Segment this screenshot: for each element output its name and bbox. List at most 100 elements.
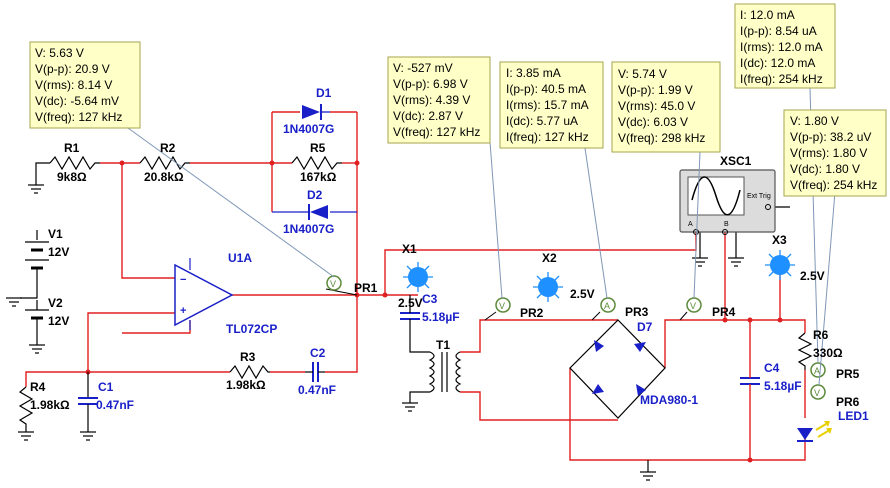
probe-line: V: 5.63 V	[35, 46, 84, 60]
current-probe-icon: A	[604, 301, 610, 311]
probe-line: V(p-p): 20.9 V	[35, 62, 110, 76]
diode-d1[interactable]	[302, 104, 330, 120]
voltage-probe-icon: V	[330, 279, 336, 289]
r3-name: R3	[240, 350, 256, 364]
c1-value: 0.47nF	[96, 398, 134, 412]
d2-value: 1N4007G	[283, 222, 334, 236]
wire-r4-r3	[25, 371, 230, 387]
c3-name: C3	[422, 292, 438, 306]
x3-value: 2.5V	[800, 269, 825, 283]
d1-name: D1	[316, 86, 332, 100]
junction-dot	[777, 317, 783, 323]
d1-value: 1N4007G	[283, 122, 334, 136]
probe-pr2-marker[interactable]: V	[484, 297, 511, 321]
probe-line: I(freq): 254 kHz	[740, 72, 823, 86]
u1a-value: TL072CP	[226, 322, 277, 336]
capacitor-c3[interactable]	[400, 305, 420, 328]
probe-pr6-marker[interactable]: V	[810, 384, 826, 400]
v1-value: 12V	[48, 245, 69, 259]
probe-line: V(dc): 2.87 V	[393, 109, 463, 123]
r1-value: 9k8Ω	[57, 170, 87, 184]
led-led1[interactable]	[797, 421, 832, 442]
probe-line: I(rms): 12.0 mA	[740, 40, 823, 54]
probe-box-pr5: I: 12.0 mA I(p-p): 8.54 uA I(rms): 12.0 …	[734, 3, 836, 89]
bridge-rectifier-d7[interactable]	[569, 319, 666, 419]
probe-line: V(freq): 127 kHz	[393, 125, 480, 139]
lamp-x2[interactable]	[533, 272, 563, 302]
wire-noninv-input	[87, 312, 175, 372]
probe-line: I: 3.85 mA	[506, 66, 561, 80]
lamp-x1[interactable]	[403, 262, 433, 292]
opamp-minus-pin: −	[180, 274, 186, 286]
transformer-t1[interactable]	[428, 351, 462, 393]
probe-line: I(dc): 5.77 uA	[506, 114, 578, 128]
c4-value: 5.18µF	[764, 379, 802, 393]
oscilloscope-xsc1[interactable]: Ext Trig A B	[679, 169, 776, 235]
wire-c2-feedback	[325, 368, 358, 373]
pr5-label: PR5	[836, 367, 860, 381]
junction-dot	[747, 317, 753, 323]
probe-pr1-marker[interactable]: V	[325, 275, 358, 296]
voltage-probe-icon: V	[814, 388, 820, 398]
probe-line: V: 1.80 V	[790, 114, 839, 128]
ground-icon	[18, 431, 34, 441]
r5-name: R5	[310, 141, 326, 155]
opamp-u1a[interactable]: − +	[174, 258, 234, 330]
probe-box-pr4: V: 5.74 V V(p-p): 1.99 V V(rms): 45.0 V …	[611, 61, 721, 153]
capacitor-c4[interactable]	[740, 372, 760, 392]
wire-t1-sec-top	[460, 319, 618, 353]
resistor-r5[interactable]	[291, 155, 342, 171]
t1-name: T1	[436, 338, 450, 352]
voltage-probe-icon: V	[499, 301, 505, 311]
probe-line: I(p-p): 8.54 uA	[740, 24, 817, 38]
probe-box-pr1: V: 5.63 V V(p-p): 20.9 V V(rms): 8.14 V …	[29, 41, 141, 129]
diode-d2[interactable]	[300, 204, 328, 220]
ground-icon	[28, 184, 44, 194]
scope-ext-trig-label: Ext Trig	[747, 193, 771, 200]
ground-icon	[6, 297, 22, 307]
wires	[20, 111, 806, 472]
probe-line: V(p-p): 1.99 V	[618, 83, 693, 97]
voltage-probe-icon: V	[690, 301, 696, 311]
probe-pr5-marker[interactable]: A	[810, 362, 826, 378]
probe-line: V(dc): -5.64 mV	[35, 94, 119, 108]
led1-name: LED1	[838, 409, 869, 423]
ground-icon	[640, 471, 656, 481]
r4-value: 1.98kΩ	[30, 398, 70, 412]
lamp-x3[interactable]	[765, 250, 795, 280]
probe-line: V(freq): 127 kHz	[35, 110, 122, 124]
probe-line: V(rms): 1.80 V	[790, 146, 867, 160]
resistor-r3[interactable]	[229, 364, 270, 380]
probe-line: V: -527 mV	[393, 61, 453, 75]
d7-name: D7	[637, 320, 653, 334]
pr6-label: PR6	[836, 395, 860, 409]
c2-value: 0.47nF	[298, 383, 336, 397]
c2-name: C2	[310, 346, 326, 360]
x3-name: X3	[772, 233, 787, 247]
v1-name: V1	[48, 227, 63, 241]
probe-line: V(rms): 8.14 V	[35, 78, 112, 92]
capacitor-c1[interactable]	[78, 372, 98, 432]
probe-line: I(dc): 12.0 mA	[740, 56, 815, 70]
battery-v1[interactable]	[25, 241, 49, 285]
junction-dot	[382, 292, 388, 298]
probe-line: V(dc): 1.80 V	[790, 162, 860, 176]
wire-bridge-pos	[664, 319, 806, 368]
resistor-r1[interactable]	[49, 155, 100, 171]
probe-pr3-marker[interactable]: A	[591, 297, 616, 321]
probe-line: I(p-p): 40.5 mA	[506, 82, 586, 96]
capacitor-c2[interactable]	[305, 362, 325, 382]
probe-box-pr6: V: 1.80 V V(p-p): 38.2 uV V(rms): 1.80 V…	[783, 109, 887, 197]
probe-pr4-marker[interactable]: V	[679, 297, 702, 321]
probe-line: V(rms): 45.0 V	[618, 99, 695, 113]
scope-ch-a-label: A	[688, 221, 693, 228]
resistor-r4[interactable]	[18, 386, 34, 432]
battery-v2[interactable]	[25, 309, 49, 333]
probe-box-pr3: I: 3.85 mA I(p-p): 40.5 mA I(rms): 15.7 …	[499, 61, 604, 149]
resistor-r6[interactable]	[797, 332, 813, 370]
r1-name: R1	[64, 141, 80, 155]
junction-dot	[269, 160, 275, 166]
resistor-r2[interactable]	[139, 155, 190, 171]
c4-name: C4	[764, 361, 780, 375]
pr1-label: PR1	[354, 281, 378, 295]
